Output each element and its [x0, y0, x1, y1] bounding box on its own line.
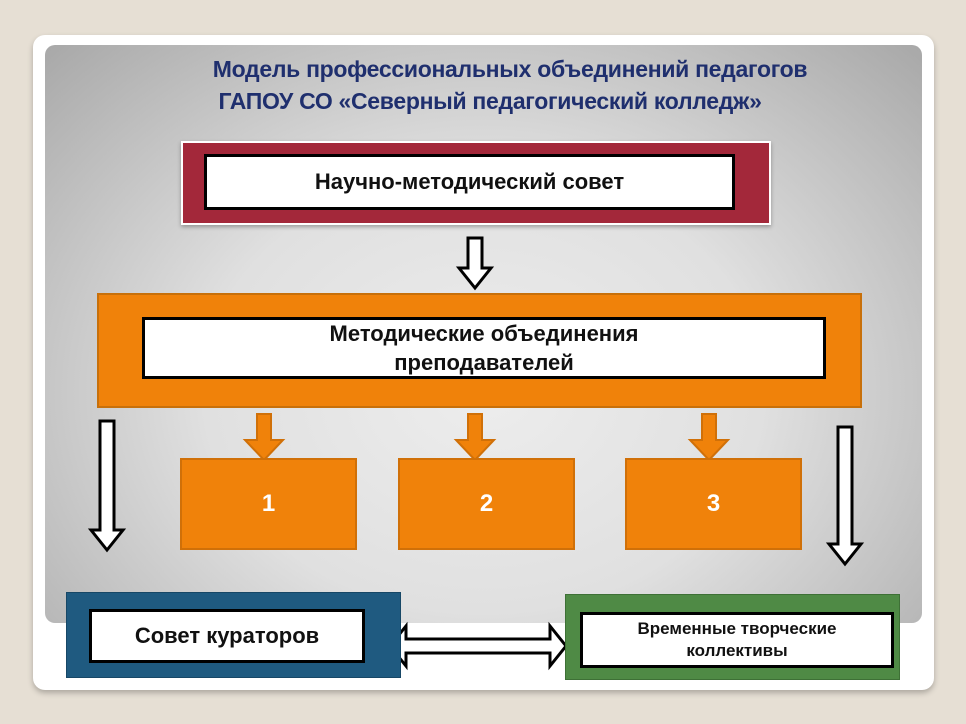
curators-label: Совет кураторов: [89, 609, 365, 663]
group-box-1: 1: [180, 458, 357, 550]
council-box: Научно-методический совет: [181, 141, 771, 225]
curators-box: Совет кураторов: [66, 592, 401, 678]
creative-label-line-1: Временные творческие: [637, 619, 837, 638]
down-arrow-icon: [687, 413, 731, 462]
creative-label: Временные творческие коллективы: [580, 612, 894, 668]
council-label: Научно-методический совет: [204, 154, 735, 210]
title-line-1: Модель профессиональных объединений педа…: [212, 56, 808, 82]
creative-box: Временные творческие коллективы: [565, 594, 900, 680]
down-arrow-icon: [87, 419, 127, 553]
methodical-label: Методические объединения преподавателей: [142, 317, 826, 379]
down-arrow-icon: [242, 413, 286, 462]
down-arrow-icon: [455, 236, 495, 291]
title-line-2: ГАПОУ СО «Северный педагогический коллед…: [218, 88, 762, 114]
group-box-2: 2: [398, 458, 575, 550]
group-box-3: 3: [625, 458, 802, 550]
methodical-label-line-1: Методические объединения: [329, 321, 639, 346]
double-arrow-icon: [388, 621, 568, 671]
methodical-label-line-2: преподавателей: [394, 350, 574, 375]
down-arrow-icon: [825, 425, 865, 567]
down-arrow-icon: [453, 413, 497, 462]
methodical-box: Методические объединения преподавателей: [97, 293, 862, 408]
creative-label-line-2: коллективы: [686, 641, 788, 660]
